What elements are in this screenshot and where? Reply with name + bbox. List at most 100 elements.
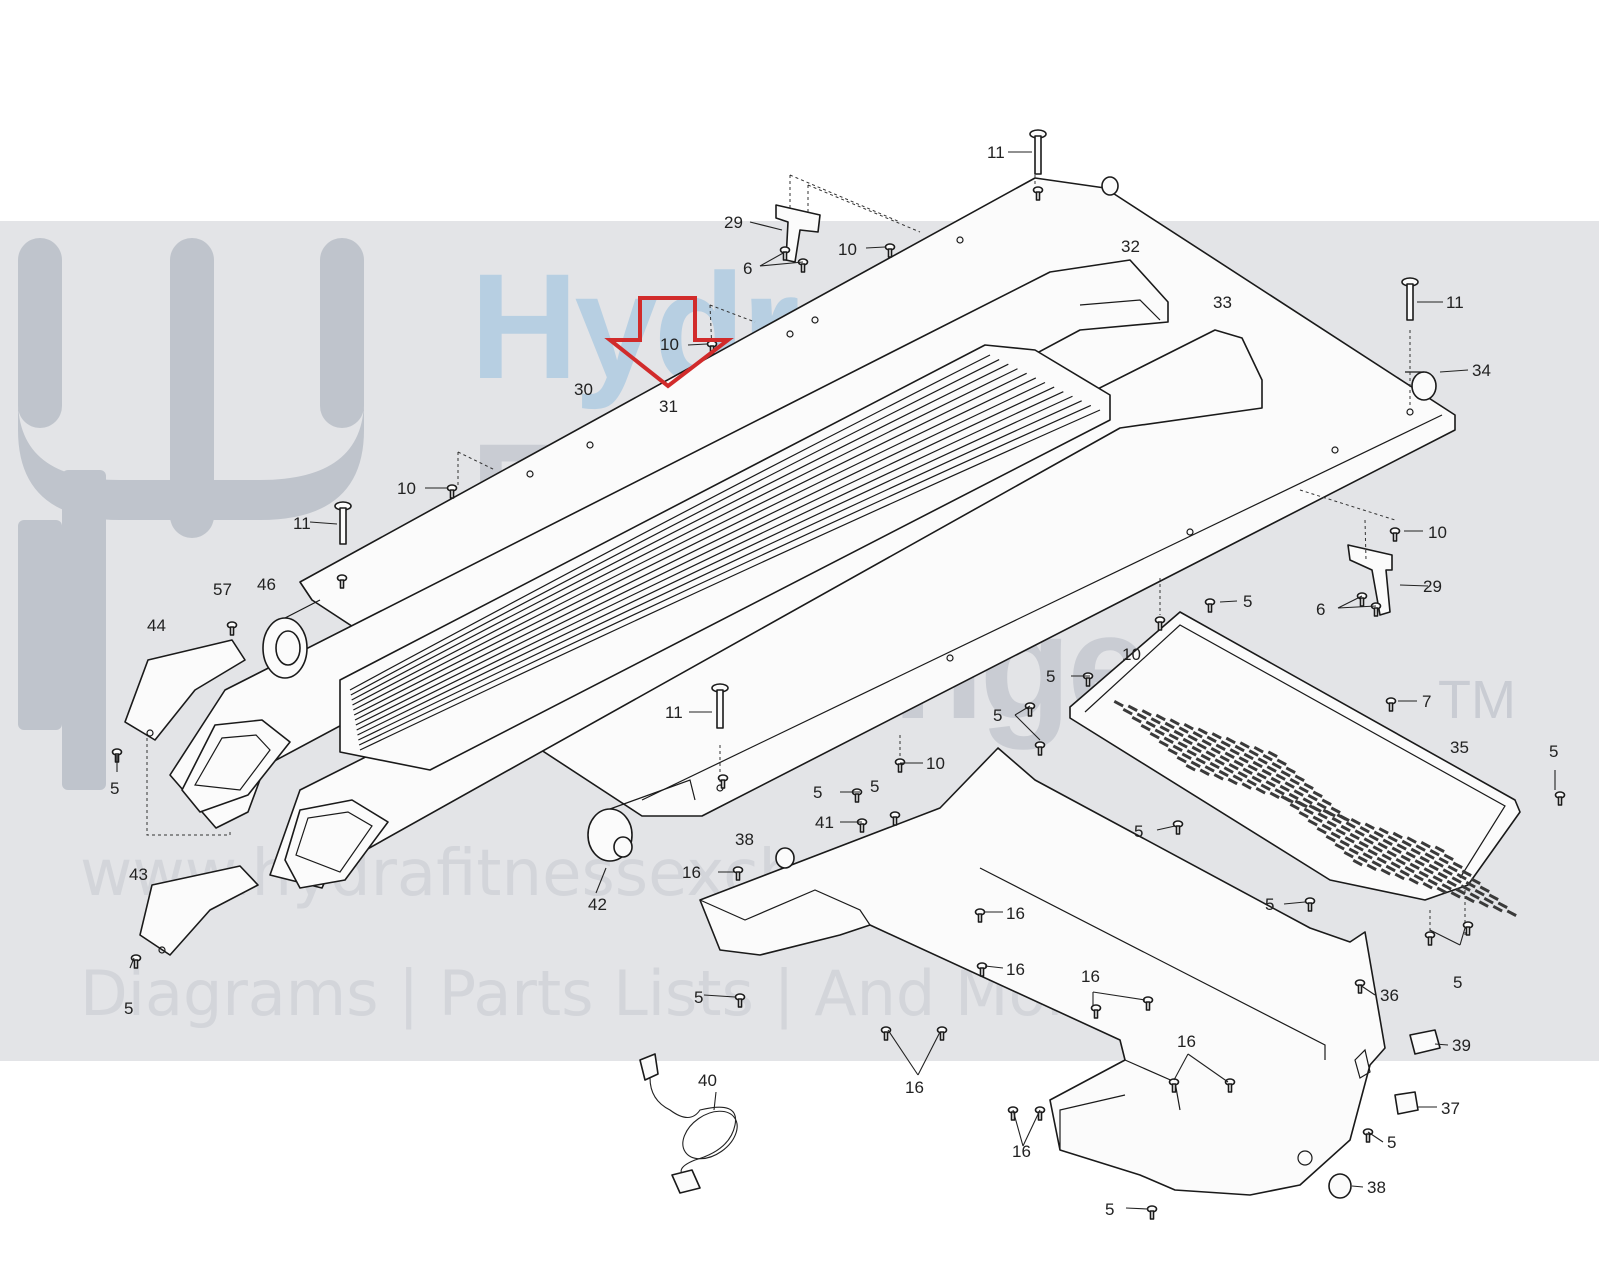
vent-slot: [1284, 781, 1295, 789]
vent-slot: [1238, 756, 1249, 764]
callout-31: 31: [659, 397, 678, 416]
vent-slot: [1395, 858, 1406, 866]
vent-slot: [1362, 852, 1373, 860]
vent-slot: [1316, 826, 1327, 835]
vent-slot: [1404, 866, 1415, 874]
vent-slot: [1408, 877, 1419, 885]
watermark-tagline: Diagrams | Parts Lists | And More: [80, 957, 1109, 1031]
vent-slot: [1122, 707, 1133, 716]
vent-slot: [1158, 739, 1169, 748]
vent-slot: [1307, 793, 1318, 802]
leader-lines: [116, 151, 1556, 1210]
callout-30: 30: [574, 380, 593, 399]
vent-slot: [1214, 758, 1225, 766]
vent-slot: [1464, 895, 1475, 904]
vent-slot: [1289, 803, 1300, 811]
bolt-11-right: [1401, 277, 1419, 321]
deck-rib: [353, 377, 1037, 716]
callout-10: 10: [838, 240, 857, 259]
motor-tray: [699, 747, 1386, 1196]
vent-slot: [1172, 744, 1183, 752]
vent-slot: [1237, 771, 1248, 779]
callout-10: 10: [1122, 645, 1141, 664]
vent-slot: [1140, 723, 1151, 732]
vent-slot: [1415, 844, 1426, 852]
callout-38: 38: [1367, 1178, 1386, 1197]
vent-slot: [1339, 839, 1350, 847]
vent-slot: [1377, 841, 1388, 850]
vent-slot: [1443, 853, 1454, 861]
vent-slot: [1252, 760, 1263, 769]
vent-slot: [1316, 801, 1327, 810]
vent-slot: [1401, 839, 1412, 848]
callout-38: 38: [735, 830, 754, 849]
screw-icon: [1154, 616, 1166, 631]
deck-rib: [357, 395, 1073, 736]
vent-slot: [1267, 750, 1278, 758]
vent-slot: [1354, 829, 1365, 837]
vent-slot: [1322, 808, 1333, 817]
vent-slot: [1386, 849, 1397, 858]
vent-slot: [1483, 896, 1494, 905]
callout-42: 42: [588, 895, 607, 914]
vent-slot: [1159, 725, 1170, 733]
vent-slot: [1336, 813, 1347, 821]
vent-slot: [1358, 840, 1369, 849]
vent-slot: [1269, 791, 1280, 799]
callout-11: 11: [293, 514, 311, 533]
callout-6: 6: [743, 259, 752, 278]
end-cap-43: [139, 865, 259, 956]
vent-slot: [1191, 745, 1202, 754]
deck-rib: [356, 391, 1064, 731]
deck-rib: [359, 409, 1101, 751]
vent-slot: [1127, 704, 1138, 712]
vent-slot: [1131, 715, 1142, 724]
vent-slot: [1460, 884, 1471, 892]
vent-slot: [1441, 883, 1452, 891]
vent-slot: [1366, 863, 1377, 871]
vent-slot: [1492, 904, 1503, 913]
rear-roller-top: [1101, 176, 1119, 196]
vent-slot: [1176, 755, 1187, 764]
callout-57: 57: [213, 580, 232, 599]
callout-10: 10: [397, 479, 416, 498]
vent-slot: [1280, 795, 1291, 803]
vent-slot: [1424, 852, 1435, 860]
screw-icon: [1462, 921, 1474, 936]
screw-icon: [1554, 791, 1566, 806]
highlight-arrow-icon: [604, 296, 734, 389]
vent-slot: [1182, 737, 1193, 746]
callout-labels: 11 29 10 6 32 33 11 34 10 30 31 10 11 10…: [110, 143, 1558, 1219]
vent-slot: [1228, 763, 1239, 771]
vent-slot: [1275, 773, 1286, 781]
callout-46: 46: [257, 575, 276, 594]
vent-slot: [1233, 759, 1244, 767]
foot-38-left: [775, 847, 795, 869]
switch-37: [1394, 1091, 1419, 1115]
vent-slot: [1168, 733, 1179, 741]
vent-slot: [1413, 874, 1424, 882]
vent-slot: [1364, 822, 1375, 830]
screw-icon: [1090, 1004, 1102, 1019]
callout-7: 7: [1422, 692, 1431, 711]
vent-slot: [1215, 743, 1226, 751]
screw-icon: [446, 484, 458, 499]
vent-slot: [1113, 700, 1124, 708]
vent-slot: [1410, 847, 1421, 856]
screw-icon: [1172, 820, 1184, 835]
vent-slot: [1256, 772, 1267, 780]
bolt-11-top: [1029, 129, 1047, 175]
vent-slot: [1348, 847, 1359, 855]
vent-slot: [1163, 736, 1174, 744]
vent-slot: [1187, 734, 1198, 742]
screw-icon: [1142, 996, 1154, 1011]
vent-slot: [1321, 798, 1332, 806]
vent-slot: [1150, 717, 1161, 725]
vent-slot: [1145, 720, 1156, 728]
vent-slot: [1326, 820, 1337, 828]
vent-slot: [1376, 856, 1387, 865]
end-cap-44: [124, 639, 246, 741]
vent-slot: [1334, 842, 1345, 851]
screw-icon: [1385, 697, 1397, 712]
vent-slot: [1204, 765, 1215, 773]
